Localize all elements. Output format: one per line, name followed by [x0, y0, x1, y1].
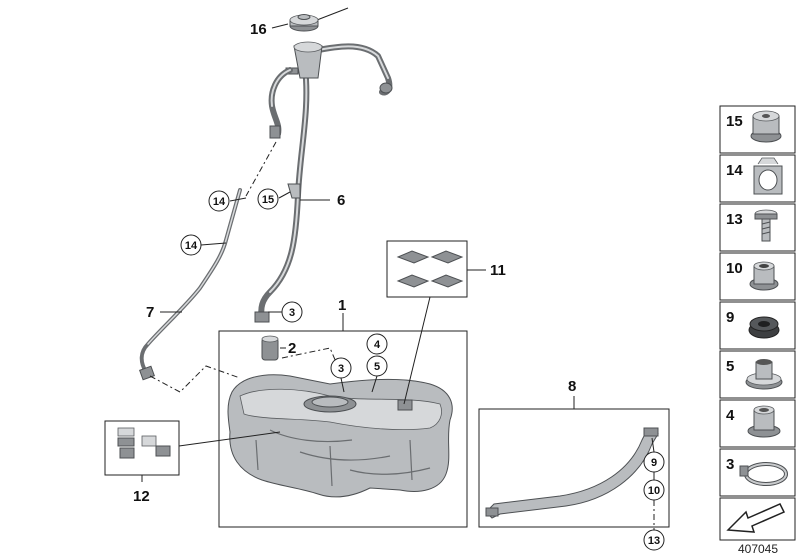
side-parts-column: 15 14 13 [719, 105, 796, 541]
side-part-5[interactable]: 5 [719, 350, 796, 399]
side-part-9[interactable]: 9 [719, 301, 796, 350]
damping-pads[interactable] [117, 427, 171, 459]
callout-7: 7 [146, 304, 154, 321]
filler-pipe[interactable] [254, 41, 393, 323]
callout-14b-ring [180, 234, 202, 256]
side-part-arrow[interactable] [719, 497, 796, 541]
vent-dash-upper [245, 141, 277, 197]
callout-1: 1 [338, 297, 346, 314]
leader-14a [229, 197, 247, 202]
leader-16 [271, 23, 289, 29]
leader-4-5 [371, 375, 378, 393]
screw-icon [754, 209, 778, 242]
callout-3a-ring [281, 301, 303, 323]
svg-text:14: 14 [726, 162, 743, 179]
callout-10: 10 [648, 485, 660, 497]
callout-14a-ring [208, 190, 230, 212]
svg-text:13: 13 [726, 211, 743, 228]
side-part-4[interactable]: 4 [719, 399, 796, 448]
leader-12-tank [178, 431, 281, 447]
callout-9: 9 [651, 457, 657, 469]
callout-2: 2 [288, 340, 296, 357]
vent-dash-lower [149, 365, 241, 393]
diagram-number: 407045 [738, 542, 778, 556]
filler-cap[interactable] [289, 7, 349, 32]
nut-icon [750, 110, 782, 143]
svg-text:3: 3 [726, 456, 734, 473]
callout-13: 13 [648, 535, 660, 547]
side-part-3[interactable]: 3 [719, 448, 796, 497]
hose-dash [281, 347, 337, 363]
clip-icon [753, 157, 783, 195]
callout-15: 15 [262, 194, 274, 206]
callout-16: 16 [250, 21, 267, 38]
svg-text:5: 5 [726, 358, 734, 375]
bushing-small-icon [747, 405, 781, 438]
pads-group[interactable] [396, 250, 464, 288]
callout-14a: 14 [213, 196, 226, 208]
callout-4-ring [366, 333, 388, 355]
leader-14b [200, 242, 227, 246]
fuel-tank[interactable] [227, 374, 453, 498]
callout-13-ring [643, 529, 665, 551]
pipe-bracket[interactable] [287, 183, 301, 199]
callout-15-ring [257, 188, 279, 210]
callout-6: 6 [337, 192, 345, 209]
vent-line[interactable] [139, 67, 293, 381]
svg-text:10: 10 [726, 260, 743, 277]
arrow-icon [726, 503, 786, 533]
tension-strap[interactable] [485, 427, 659, 519]
svg-text:4: 4 [726, 407, 735, 424]
callout-3b: 3 [338, 363, 344, 375]
hose-clamp-icon [739, 462, 788, 486]
sleeve-icon [749, 261, 779, 291]
svg-text:9: 9 [726, 309, 734, 326]
side-part-14[interactable]: 14 [719, 154, 796, 203]
side-part-13[interactable]: 13 [719, 203, 796, 252]
callout-4: 4 [374, 339, 381, 351]
grommet-icon [748, 316, 780, 339]
connector-hose[interactable] [261, 335, 279, 361]
callout-3a: 3 [289, 307, 295, 319]
callout-11: 11 [490, 262, 506, 279]
leader-15 [278, 191, 291, 199]
bushing-icon [745, 359, 783, 390]
leader-9 [651, 437, 655, 453]
callout-5: 5 [374, 361, 380, 373]
leader-3b [340, 377, 345, 393]
side-part-10[interactable]: 10 [719, 252, 796, 301]
pads-box [386, 240, 468, 298]
svg-text:15: 15 [726, 113, 743, 130]
callout-12: 12 [133, 488, 150, 505]
side-part-15[interactable]: 15 [719, 105, 796, 154]
leader-11-tank [403, 296, 431, 405]
callout-8: 8 [568, 378, 576, 395]
callout-14b: 14 [185, 240, 198, 252]
